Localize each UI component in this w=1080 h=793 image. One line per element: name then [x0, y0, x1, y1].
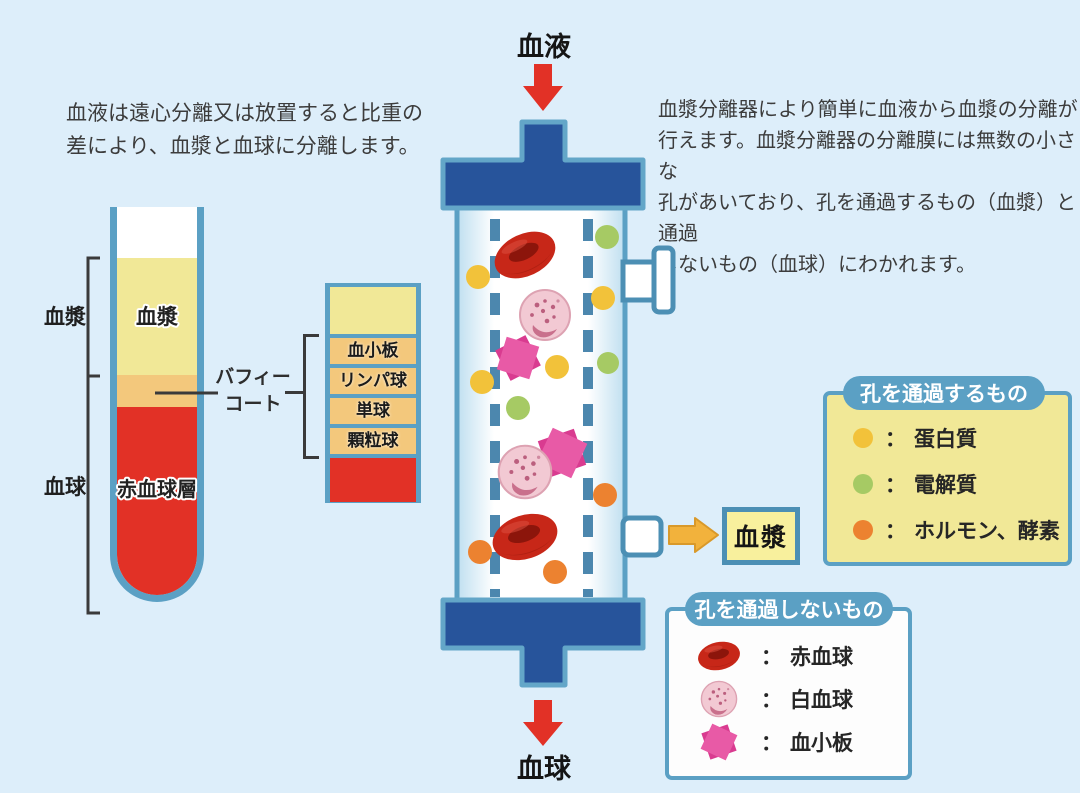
measure-bracket	[86, 256, 100, 615]
bracket-cells-label: 血球	[44, 475, 87, 499]
platelet-icon	[697, 720, 741, 763]
stack-bracket	[303, 334, 319, 459]
electrolyte-dot-icon	[595, 225, 619, 249]
stack-plasma-layer	[330, 287, 416, 334]
legend-item-wbc: ： 白血球	[683, 677, 853, 720]
plasma-layer	[117, 258, 197, 375]
electrolyte-dot-icon	[853, 474, 873, 494]
stack-row-platelet: 血小板	[330, 334, 416, 364]
electrolyte-dot-icon	[597, 352, 619, 374]
hormone-enzyme-dot-icon	[853, 520, 873, 540]
plasma-outlet-box: 血漿	[722, 507, 800, 565]
side-port-bottom-pipe	[620, 515, 664, 558]
colon: ：	[761, 645, 782, 669]
legend-item-protein: ： 蛋白質	[853, 421, 1060, 455]
hormone-enzyme-dot-icon	[543, 560, 567, 584]
legend-blocked-title: 孔を通過しないもの	[685, 592, 893, 626]
protein-dot-icon	[591, 286, 615, 310]
bottom-cap	[440, 597, 646, 688]
colon: ：	[761, 731, 782, 755]
legend-item-electrolyte: ： 電解質	[853, 467, 1060, 501]
legend-item-platelet: ： 血小板	[683, 720, 853, 763]
stack-row-monocyte: 単球	[330, 394, 416, 424]
plasma-outlet-label: 血漿	[733, 524, 788, 552]
legend-blocked-by-pores: 孔を通過しないもの ： 赤血球 ： 白血球	[665, 592, 912, 780]
legend-item-label: ホルモン、酵素	[914, 520, 1060, 543]
legend-item-hormone-enzyme: ： ホルモン、酵素	[853, 513, 1060, 547]
plasma-layer-label: 血漿	[136, 305, 179, 329]
legend-item-label: 電解質	[914, 474, 977, 497]
stack-row-granulocyte: 顆粒球	[330, 424, 416, 454]
bottom-outlet-label: 血球	[517, 754, 572, 784]
colon: ：	[885, 428, 906, 451]
legend-item-rbc: ： 赤血球	[683, 634, 853, 677]
protein-dot-icon	[466, 265, 490, 289]
legend-passes-pores: 孔を通過するもの ： 蛋白質 ： 電解質 ： ホルモン、酵素	[823, 376, 1072, 566]
legend-item-label: 白血球	[790, 688, 853, 712]
rbc-layer-label: 赤血球層	[117, 477, 197, 501]
top-cap	[440, 119, 646, 211]
plasma-separator-device: 血液 血球	[440, 32, 676, 784]
left-note-text: 血液は遠心分離又は放置すると比重の 差により、血漿と血球に分離します。	[66, 102, 423, 158]
white-blood-cell-icon	[700, 680, 738, 717]
legend-item-label: 蛋白質	[914, 428, 977, 451]
buffy-coat-label: バフィー コート	[215, 367, 291, 415]
right-note-text: 血漿分離器により簡単に血液から血漿の分離が 行えます。血漿分離器の分離膜には無数…	[658, 99, 1078, 276]
stack-red-layer	[330, 454, 416, 502]
inlet-arrow-icon	[523, 64, 563, 111]
colon: ：	[885, 474, 906, 497]
hormone-enzyme-dot-icon	[468, 540, 492, 564]
protein-dot-icon	[853, 428, 873, 448]
bracket-plasma-label: 血漿	[44, 305, 87, 329]
protein-dot-icon	[545, 355, 569, 379]
buffy-coat-layer	[117, 375, 197, 407]
red-cell-layer	[117, 407, 197, 595]
legend-item-label: 血小板	[790, 731, 853, 755]
colon: ：	[885, 520, 906, 543]
blood-test-tube-diagram: 血漿 血球 血漿 赤血球層	[44, 207, 218, 615]
colon: ：	[761, 688, 782, 712]
white-blood-cell-icon	[497, 444, 553, 500]
tube-outline	[110, 207, 204, 602]
inlet-label: 血液	[517, 32, 571, 62]
stack-row-lymphocyte: リンパ球	[330, 364, 416, 394]
buffy-connector-line	[285, 391, 303, 394]
legend-passes-title: 孔を通過するもの	[843, 376, 1045, 410]
hormone-enzyme-dot-icon	[593, 483, 617, 507]
outlet-arrow-icon	[523, 700, 563, 746]
red-blood-cell-icon	[696, 637, 742, 674]
legend-item-label: 赤血球	[790, 645, 853, 669]
electrolyte-dot-icon	[506, 396, 530, 420]
white-blood-cell-icon	[519, 289, 571, 341]
protein-dot-icon	[470, 370, 494, 394]
side-port-top-flange	[651, 245, 676, 315]
plasma-outlet-arrow-icon	[668, 517, 719, 553]
buffy-coat-stack: 血小板 リンパ球 単球 顆粒球	[325, 283, 421, 503]
